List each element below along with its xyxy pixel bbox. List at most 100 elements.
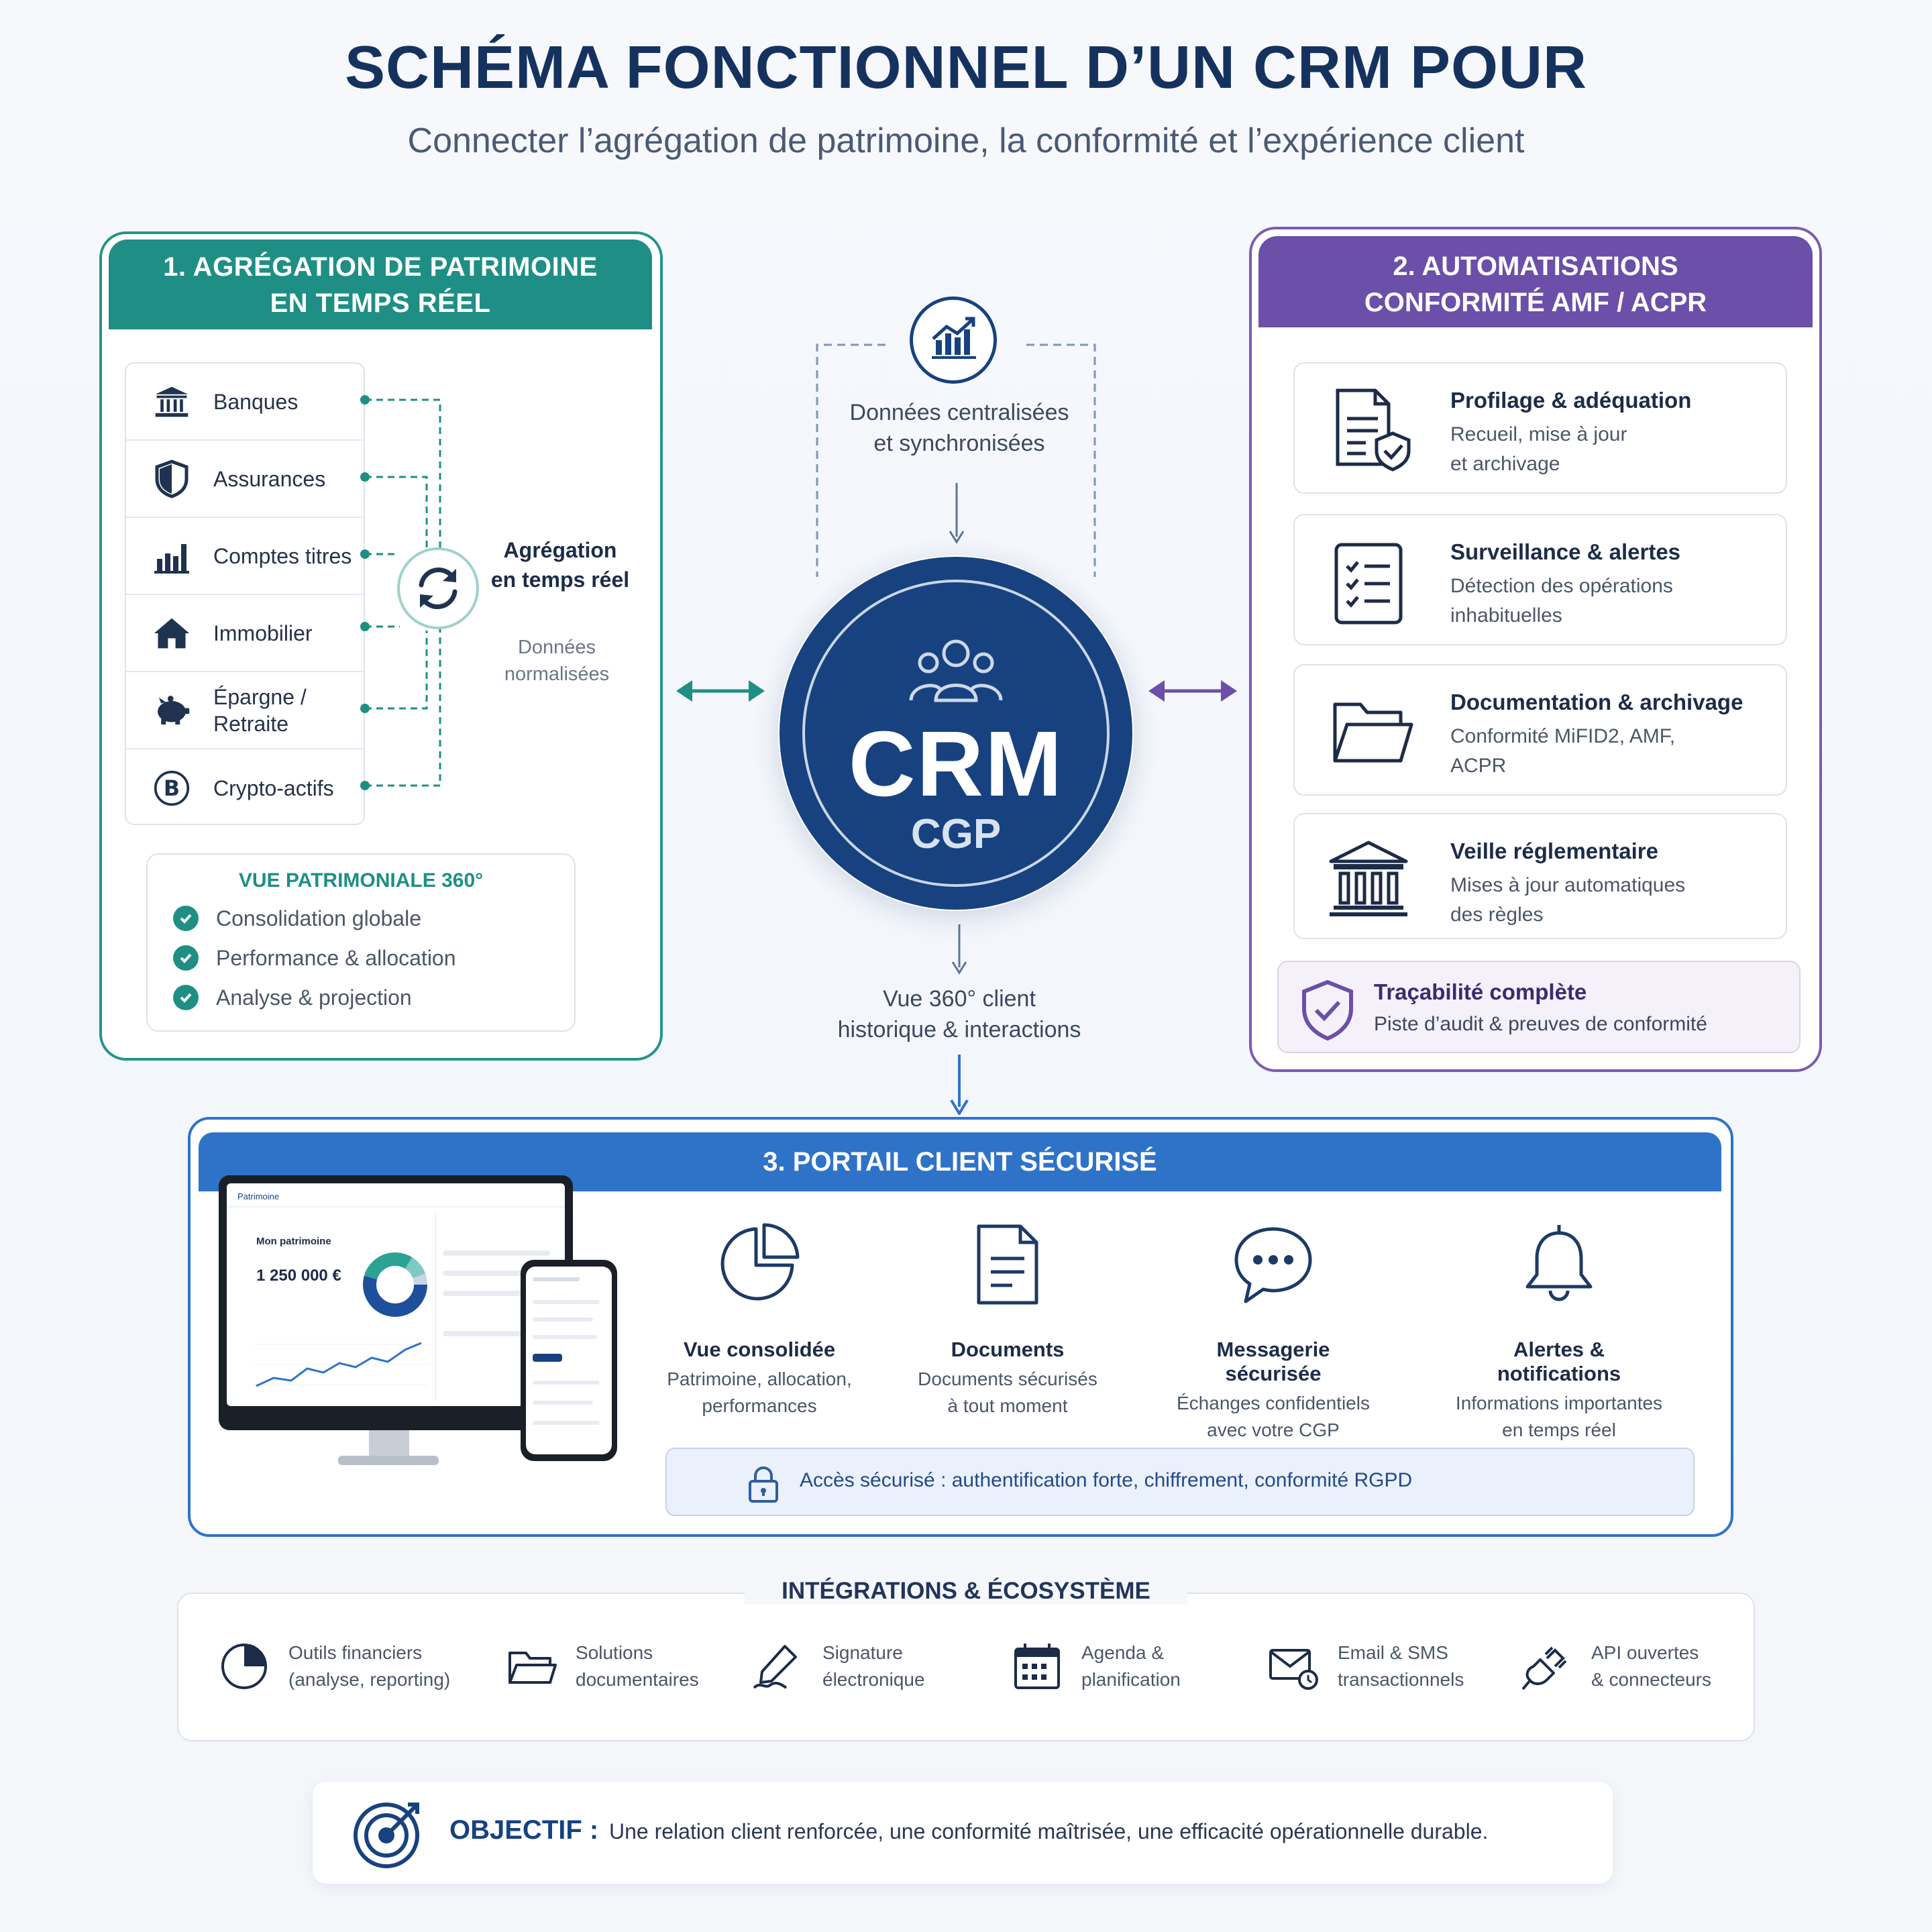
integration-item: Agenda &planification bbox=[1010, 1640, 1181, 1693]
check-label: Analyse & projection bbox=[216, 985, 412, 1010]
aggregation-connectors bbox=[360, 395, 441, 790]
centralized-data-line2: et synchronisées bbox=[873, 431, 1045, 456]
integration-label-line1: Agenda & bbox=[1081, 1642, 1164, 1663]
normalized-label-line1: Données bbox=[517, 637, 596, 658]
source-label-line1: Épargne / bbox=[213, 684, 307, 709]
integrations-panel bbox=[177, 1593, 1755, 1741]
portal-down-arrow bbox=[950, 1055, 969, 1115]
phone-placeholder-bar bbox=[533, 1318, 593, 1322]
compliance-card-desc-line1: Mises à jour automatiques bbox=[1450, 874, 1686, 896]
house-icon bbox=[153, 614, 191, 652]
bell-icon bbox=[1515, 1221, 1603, 1308]
compliance-card-title: Surveillance & alertes bbox=[1450, 539, 1681, 564]
shield-check-icon bbox=[1297, 978, 1358, 1042]
calendar-icon bbox=[1010, 1640, 1064, 1693]
aggregation-title-line2: EN TEMPS RÉEL bbox=[270, 288, 491, 318]
integration-label-line2: transactionnels bbox=[1338, 1669, 1464, 1690]
check-icon bbox=[173, 945, 199, 971]
feature-desc-line2: à tout moment bbox=[947, 1395, 1068, 1416]
integration-label-line2: documentaires bbox=[576, 1669, 699, 1690]
check-item: Analyse & projection bbox=[173, 985, 412, 1010]
phone-button bbox=[533, 1354, 562, 1362]
phone-placeholder-bar bbox=[533, 1300, 600, 1304]
page-title: SCHÉMA FONCTIONNEL D’UN CRM POUR bbox=[345, 34, 1587, 101]
feature-title: Vue consolidée bbox=[683, 1338, 836, 1361]
source-item-banques: Banques bbox=[126, 364, 364, 441]
feature-documents: Documents Documents sécurisés à tout mome… bbox=[900, 1221, 1115, 1419]
integrations-title: INTÉGRATIONS & ÉCOSYSTÈME bbox=[745, 1578, 1187, 1605]
portal-placeholder-bar bbox=[443, 1331, 530, 1336]
source-label: Épargne /Retraite bbox=[213, 684, 307, 737]
source-item-epargne: Épargne /Retraite bbox=[126, 672, 364, 749]
feature-title: Alertes & notifications bbox=[1497, 1338, 1621, 1385]
integration-label-line1: Signature bbox=[822, 1642, 903, 1663]
compliance-card-desc: Conformité MiFID2, AMF,ACPR bbox=[1450, 722, 1772, 781]
feature-consolidated-view: Vue consolidée Patrimoine, allocation,pe… bbox=[652, 1221, 867, 1419]
document-shield-icon bbox=[1328, 384, 1415, 478]
portal-amount: 1 250 000 € bbox=[256, 1267, 341, 1285]
source-label: Assurances bbox=[213, 466, 326, 491]
plug-icon bbox=[1520, 1640, 1574, 1693]
integration-item: Signature électronique bbox=[751, 1640, 925, 1693]
compliance-card-title: Documentation & archivage bbox=[1450, 690, 1743, 714]
chat-icon bbox=[1230, 1221, 1317, 1308]
target-icon bbox=[352, 1795, 427, 1870]
feature-title: Documents bbox=[951, 1338, 1065, 1361]
center-top-connector bbox=[816, 343, 1096, 577]
compliance-title-line2: CONFORMITÉ AMF / ACPR bbox=[1364, 288, 1707, 317]
feature-desc-line2: avec votre CGP bbox=[1207, 1419, 1340, 1440]
check-label: Consolidation globale bbox=[216, 906, 421, 930]
secure-access-banner: Accès sécurisé : authentification forte,… bbox=[665, 1448, 1695, 1516]
integration-item: Outils financiers (analyse, reporting) bbox=[217, 1640, 450, 1693]
compliance-card-desc-line2: inhabituelles bbox=[1450, 604, 1562, 627]
aggregation-panel-header: 1. AGRÉGATION DE PATRIMOINE EN TEMPS RÉE… bbox=[109, 239, 652, 329]
source-label: Comptes titres bbox=[213, 543, 352, 568]
bitcoin-icon: B bbox=[153, 769, 191, 807]
portal-topbar-divider bbox=[227, 1206, 565, 1208]
objective-banner: OBJECTIF : Une relation client renforcée… bbox=[313, 1782, 1613, 1884]
bar-chart-icon bbox=[153, 537, 191, 575]
feature-alerts: Alertes & notifications Informations imp… bbox=[1452, 1221, 1666, 1444]
compliance-panel-header: 2. AUTOMATISATIONS CONFORMITÉ AMF / ACPR bbox=[1258, 236, 1813, 327]
integration-label-line1: Outils financiers bbox=[288, 1642, 423, 1663]
feature-desc: Patrimoine, allocation,performances bbox=[652, 1366, 867, 1419]
phone-placeholder-bar bbox=[533, 1381, 600, 1385]
compliance-card-desc-line2: ACPR bbox=[1450, 755, 1507, 777]
feature-desc: Échanges confidentiels avec votre CGP bbox=[1166, 1390, 1381, 1444]
feature-desc-line1: Informations importantes bbox=[1455, 1393, 1663, 1413]
feature-desc-line1: Documents sécurisés bbox=[918, 1368, 1097, 1389]
client-view-line2: historique & interactions bbox=[837, 1017, 1081, 1042]
check-label: Performance & allocation bbox=[216, 945, 456, 970]
source-item-comptes-titres: Comptes titres bbox=[126, 518, 364, 595]
crm-hub-ring bbox=[802, 580, 1110, 887]
portal-heading: Mon patrimoine bbox=[256, 1236, 331, 1247]
integration-label-line2: électronique bbox=[822, 1669, 925, 1690]
check-item: Consolidation globale bbox=[173, 906, 421, 931]
folder-icon bbox=[504, 1640, 558, 1693]
compliance-card-profiling: Profilage & adéquation Recueil, mise à j… bbox=[1293, 362, 1787, 494]
phone-screen bbox=[526, 1267, 612, 1454]
integration-item: API ouvertes& connecteurs bbox=[1520, 1640, 1711, 1693]
traceability-desc: Piste d’audit & preuves de conformité bbox=[1374, 1013, 1707, 1035]
source-item-assurances: Assurances bbox=[126, 441, 364, 518]
compliance-card-desc-line1: Recueil, mise à jour bbox=[1450, 423, 1627, 445]
source-item-crypto: B Crypto-actifs bbox=[126, 749, 364, 826]
purple-bidirectional-arrow bbox=[1148, 680, 1237, 702]
portal-donut-chart bbox=[363, 1252, 427, 1317]
compliance-title-line1: 2. AUTOMATISATIONS bbox=[1393, 252, 1678, 281]
portal-brand: Patrimoine bbox=[237, 1191, 280, 1201]
patrimonial-view-title: VUE PATRIMONIALE 360° bbox=[238, 869, 484, 892]
desktop-mockup: Patrimoine Mon patrimoine 1 250 000 € bbox=[219, 1175, 573, 1430]
source-label-line2: Retraite bbox=[213, 711, 289, 736]
integration-label-line2: (analyse, reporting) bbox=[288, 1669, 451, 1690]
feature-desc-line1: Échanges confidentiels bbox=[1177, 1393, 1370, 1413]
sync-icon bbox=[397, 547, 479, 629]
feature-title: Messagerie sécurisée bbox=[1216, 1338, 1330, 1385]
portal-placeholder-bar bbox=[443, 1271, 537, 1276]
